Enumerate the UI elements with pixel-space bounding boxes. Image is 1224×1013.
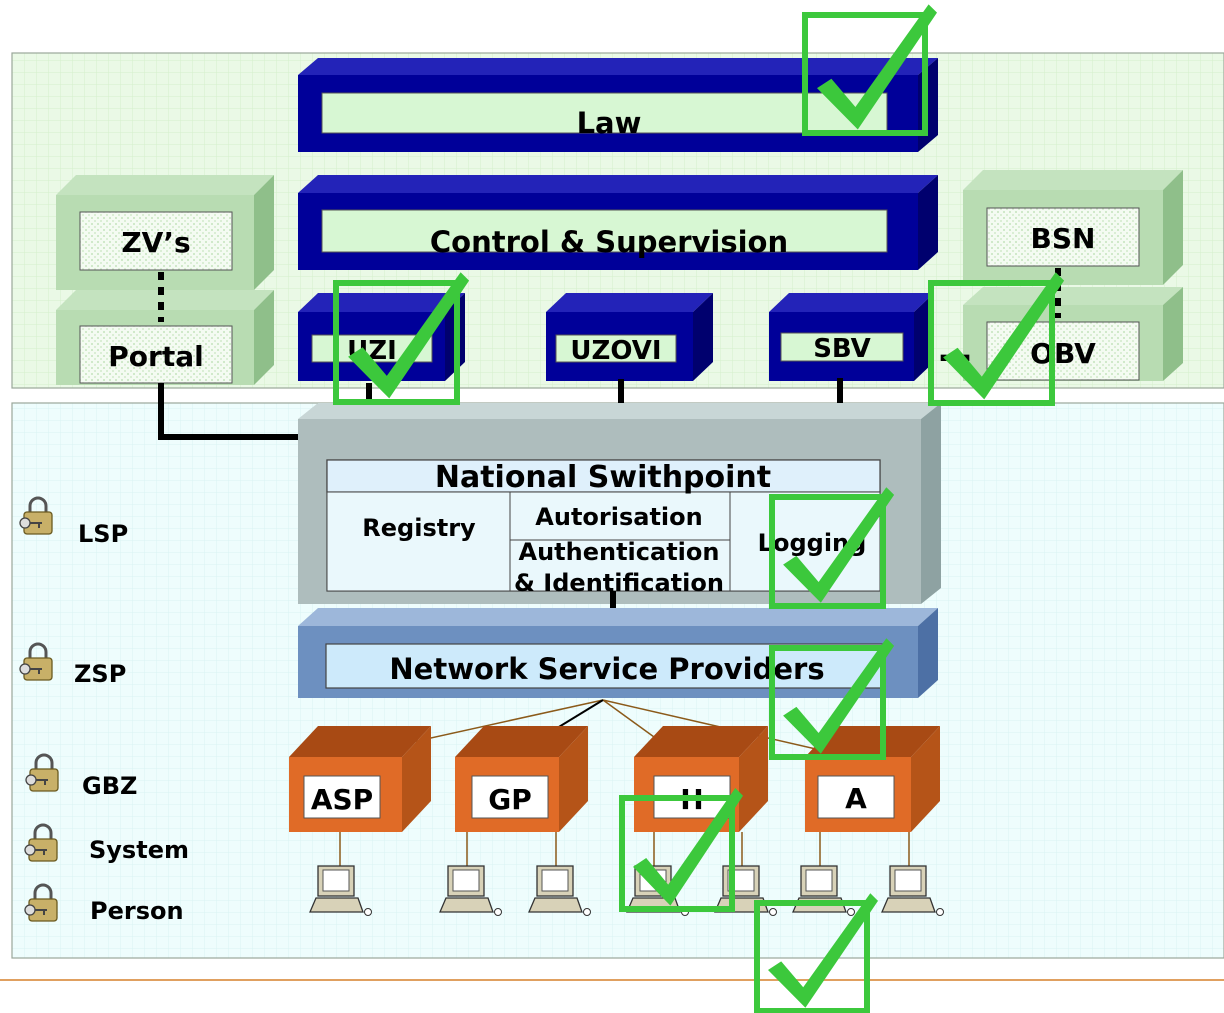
bsn-box: BSN xyxy=(963,170,1183,285)
provider-a-label: A xyxy=(845,782,867,815)
portal-box: Portal xyxy=(56,290,274,385)
padlock-key-icon xyxy=(24,823,58,862)
law-label: Law xyxy=(577,106,642,140)
authentication-label: Authentication xyxy=(519,538,720,566)
provider-asp-label: ASP xyxy=(311,783,373,816)
uzovi-block: UZOVI xyxy=(546,293,713,381)
check-marks xyxy=(333,4,1065,1013)
switchpoint-title: National Swithpoint xyxy=(435,460,771,495)
control-supervision-label: Control & Supervision xyxy=(430,225,788,259)
check-mark-icon xyxy=(769,638,895,760)
check-mark-icon xyxy=(619,788,743,912)
check-mark-icon xyxy=(769,487,895,609)
sbv-block: SBV xyxy=(769,293,934,381)
computer-icon xyxy=(309,832,372,916)
control-supervision-layer: Control & Supervision xyxy=(298,175,938,270)
padlock-key-icon xyxy=(19,642,53,681)
provider-a: A xyxy=(805,726,940,832)
check-mark-icon xyxy=(928,272,1065,406)
uzovi-label: UZOVI xyxy=(570,336,661,366)
security-level-legend xyxy=(19,496,59,922)
padlock-key-icon xyxy=(25,753,59,792)
identification-label: & Identification xyxy=(514,569,724,597)
uzi-block: UZI xyxy=(298,293,465,381)
provider-h: H xyxy=(634,726,768,832)
computer-icon xyxy=(439,832,502,916)
level-person-label: Person xyxy=(90,897,184,925)
network-service-providers: Network Service Providers xyxy=(298,608,938,698)
sbv-label: SBV xyxy=(813,334,871,364)
padlock-key-icon xyxy=(19,496,53,535)
bsn-label: BSN xyxy=(1031,222,1096,255)
portal-label: Portal xyxy=(108,340,203,373)
zvs-box: ZV’s xyxy=(56,175,274,290)
level-zsp-label: ZSP xyxy=(74,660,126,688)
check-mark-icon xyxy=(802,4,937,136)
provider-gp-label: GP xyxy=(488,783,532,816)
level-system-label: System xyxy=(89,836,189,864)
zvs-label: ZV’s xyxy=(121,226,190,259)
obv-label: OBV xyxy=(1030,337,1096,370)
registry-label: Registry xyxy=(362,514,476,542)
computer-icon xyxy=(881,832,944,916)
network-label: Network Service Providers xyxy=(389,652,824,686)
computer-icon xyxy=(528,832,591,916)
autorisation-label: Autorisation xyxy=(535,503,702,531)
padlock-key-icon xyxy=(24,883,58,922)
level-lsp-label: LSP xyxy=(78,520,128,548)
provider-asp: ASP xyxy=(289,726,431,832)
check-mark-icon xyxy=(333,272,470,405)
check-mark-icon xyxy=(754,893,878,1013)
national-switchpoint: National Swithpoint Registry Autorisatio… xyxy=(161,403,941,604)
level-gbz-label: GBZ xyxy=(82,772,137,800)
provider-gp: GP xyxy=(455,726,588,832)
